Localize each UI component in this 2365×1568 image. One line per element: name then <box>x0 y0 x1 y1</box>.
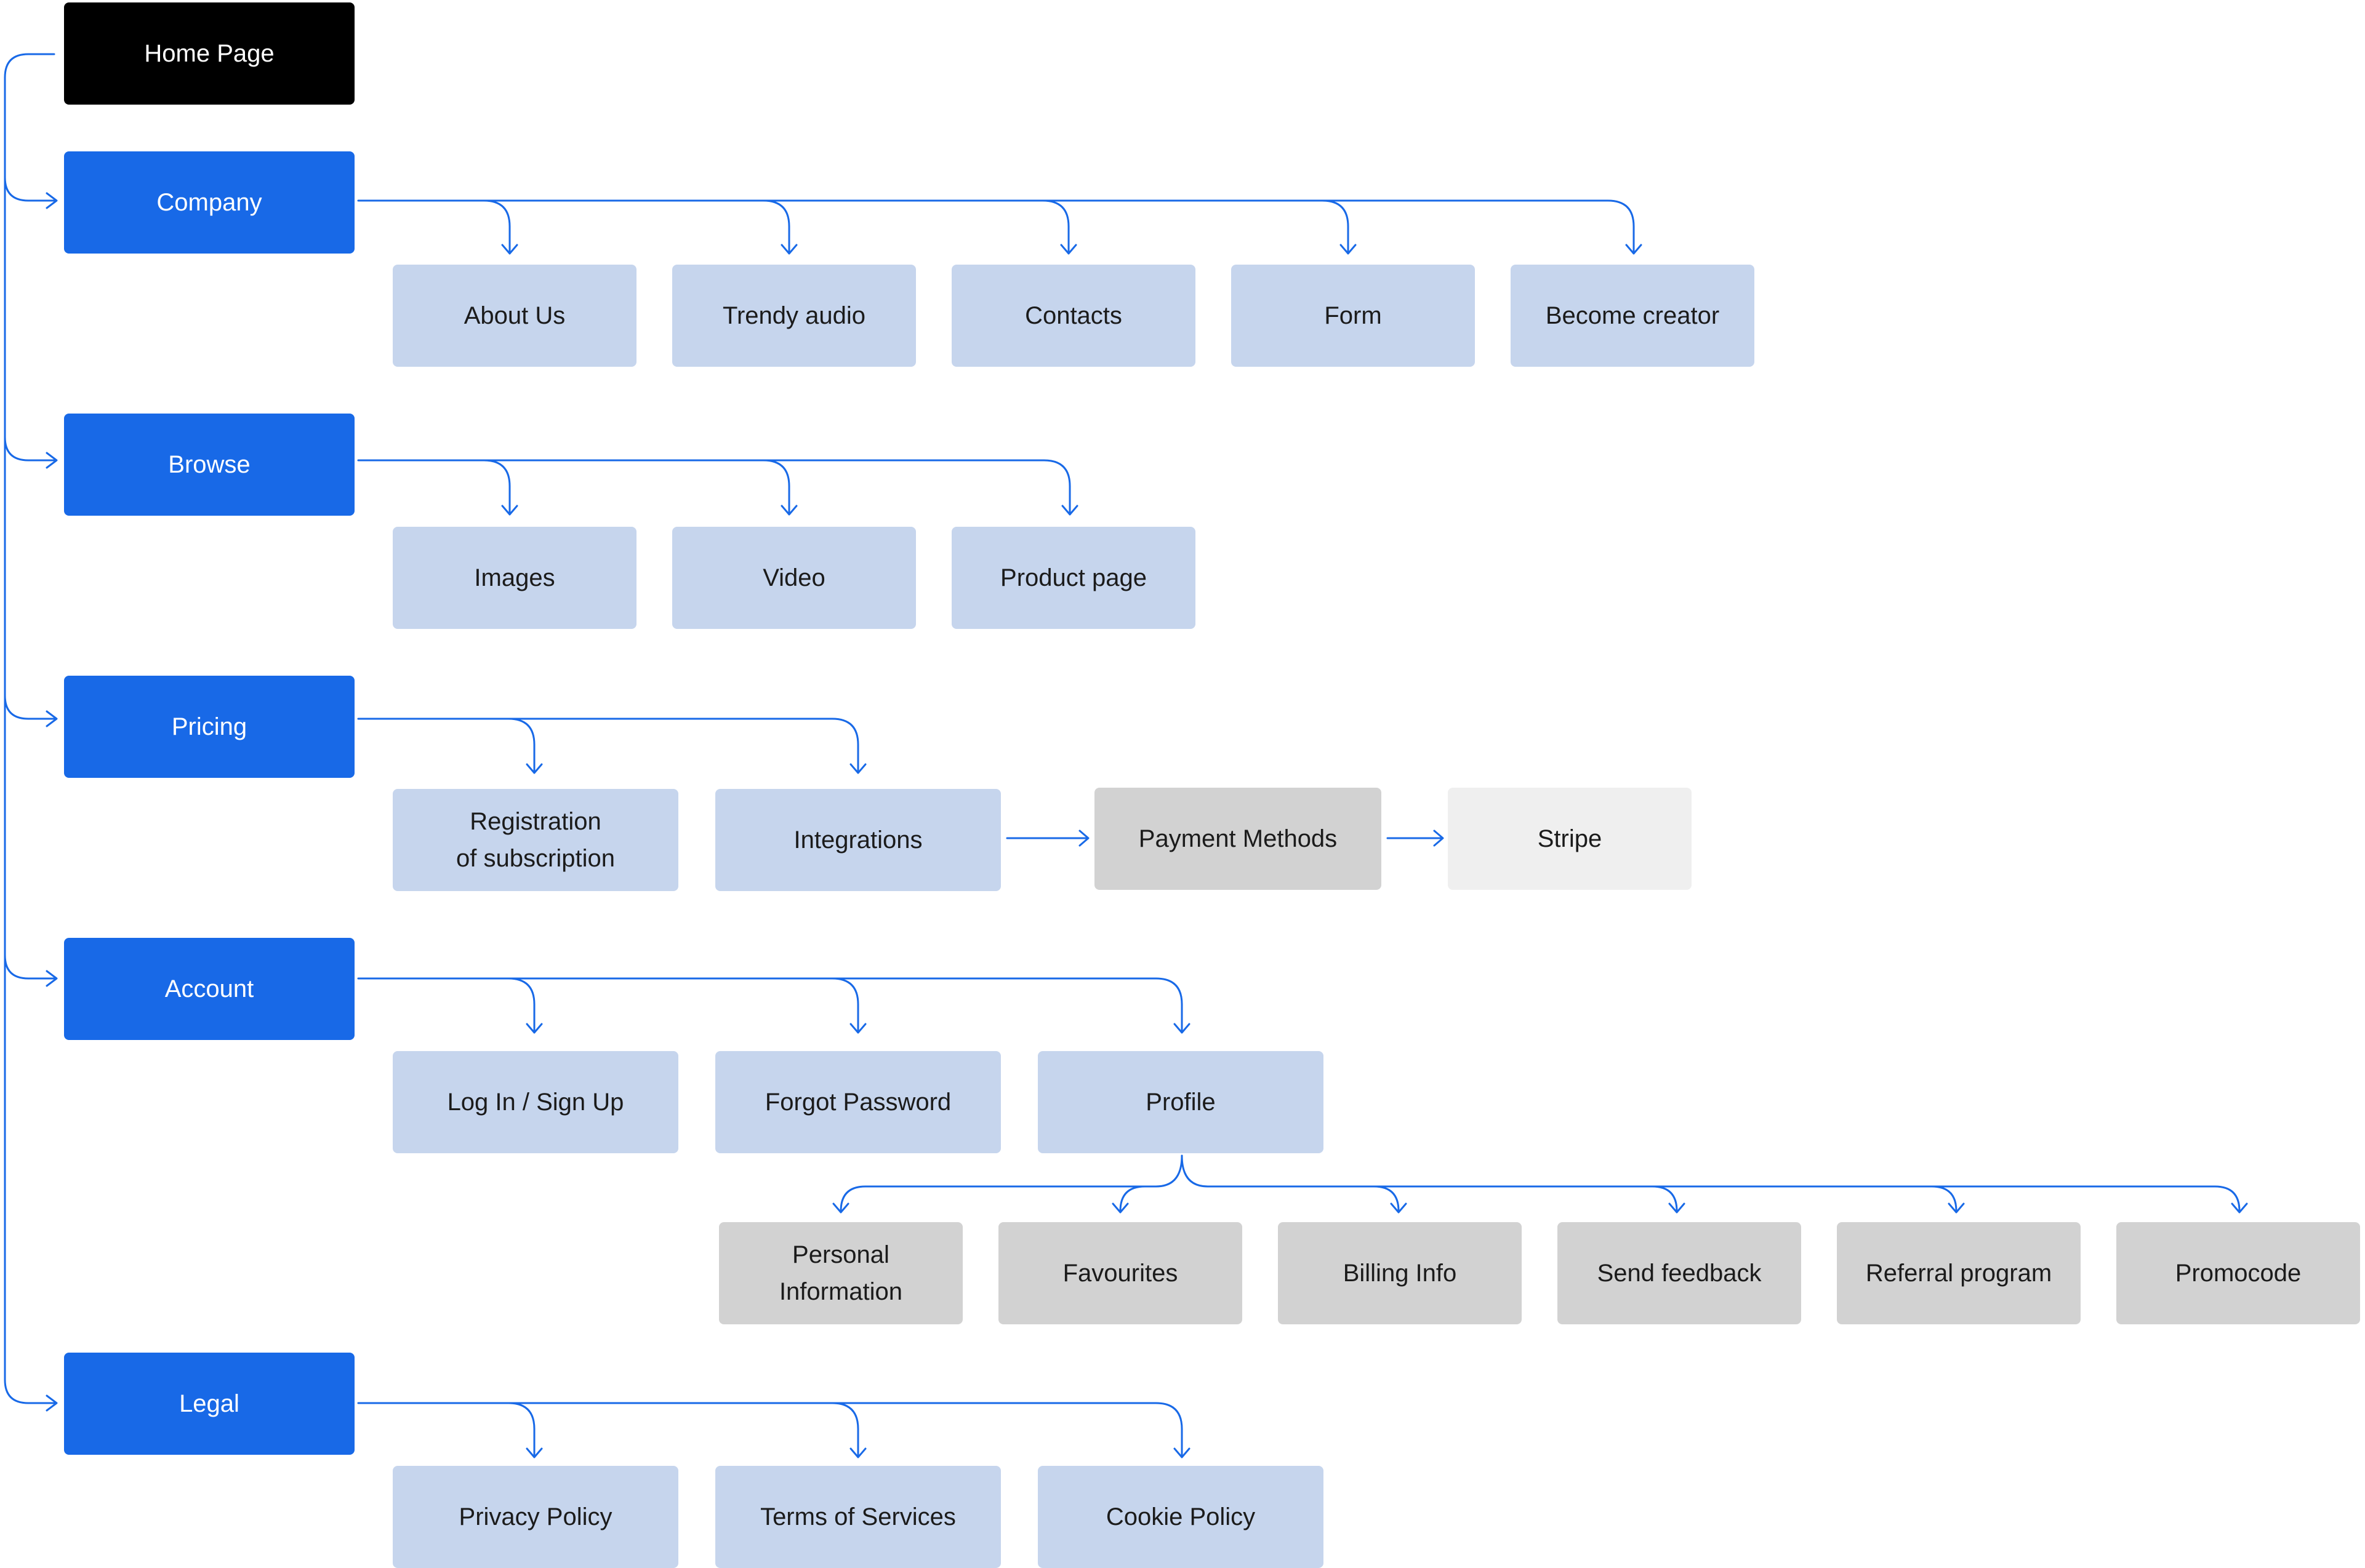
legal-node[interactable]: Legal <box>64 1353 355 1455</box>
about-us-node[interactable]: About Us <box>393 265 636 367</box>
cookie-policy-node[interactable]: Cookie Policy <box>1038 1466 1323 1568</box>
home-page-node[interactable]: Home Page <box>64 2 355 105</box>
profile-node[interactable]: Profile <box>1038 1051 1323 1153</box>
contacts-node[interactable]: Contacts <box>952 265 1195 367</box>
forgot-password-node[interactable]: Forgot Password <box>715 1051 1001 1153</box>
registration-of-subscription-node[interactable]: Registration of subscription <box>393 789 678 891</box>
become-creator-node[interactable]: Become creator <box>1511 265 1754 367</box>
images-node[interactable]: Images <box>393 527 636 629</box>
trendy-audio-node[interactable]: Trendy audio <box>672 265 916 367</box>
account-node[interactable]: Account <box>64 938 355 1040</box>
billing-info-node[interactable]: Billing Info <box>1278 1222 1522 1324</box>
payment-methods-node[interactable]: Payment Methods <box>1094 788 1381 890</box>
pricing-node[interactable]: Pricing <box>64 676 355 778</box>
product-page-node[interactable]: Product page <box>952 527 1195 629</box>
send-feedback-node[interactable]: Send feedback <box>1557 1222 1801 1324</box>
video-node[interactable]: Video <box>672 527 916 629</box>
favourites-node[interactable]: Favourites <box>998 1222 1242 1324</box>
privacy-policy-node[interactable]: Privacy Policy <box>393 1466 678 1568</box>
log-in-sign-up-node[interactable]: Log In / Sign Up <box>393 1051 678 1153</box>
terms-of-services-node[interactable]: Terms of Services <box>715 1466 1001 1568</box>
referral-program-node[interactable]: Referral program <box>1837 1222 2081 1324</box>
browse-node[interactable]: Browse <box>64 414 355 516</box>
integrations-node[interactable]: Integrations <box>715 789 1001 891</box>
personal-information-node[interactable]: Personal Information <box>719 1222 963 1324</box>
promocode-node[interactable]: Promocode <box>2116 1222 2360 1324</box>
form-node[interactable]: Form <box>1231 265 1475 367</box>
company-node[interactable]: Company <box>64 151 355 254</box>
stripe-node[interactable]: Stripe <box>1448 788 1692 890</box>
